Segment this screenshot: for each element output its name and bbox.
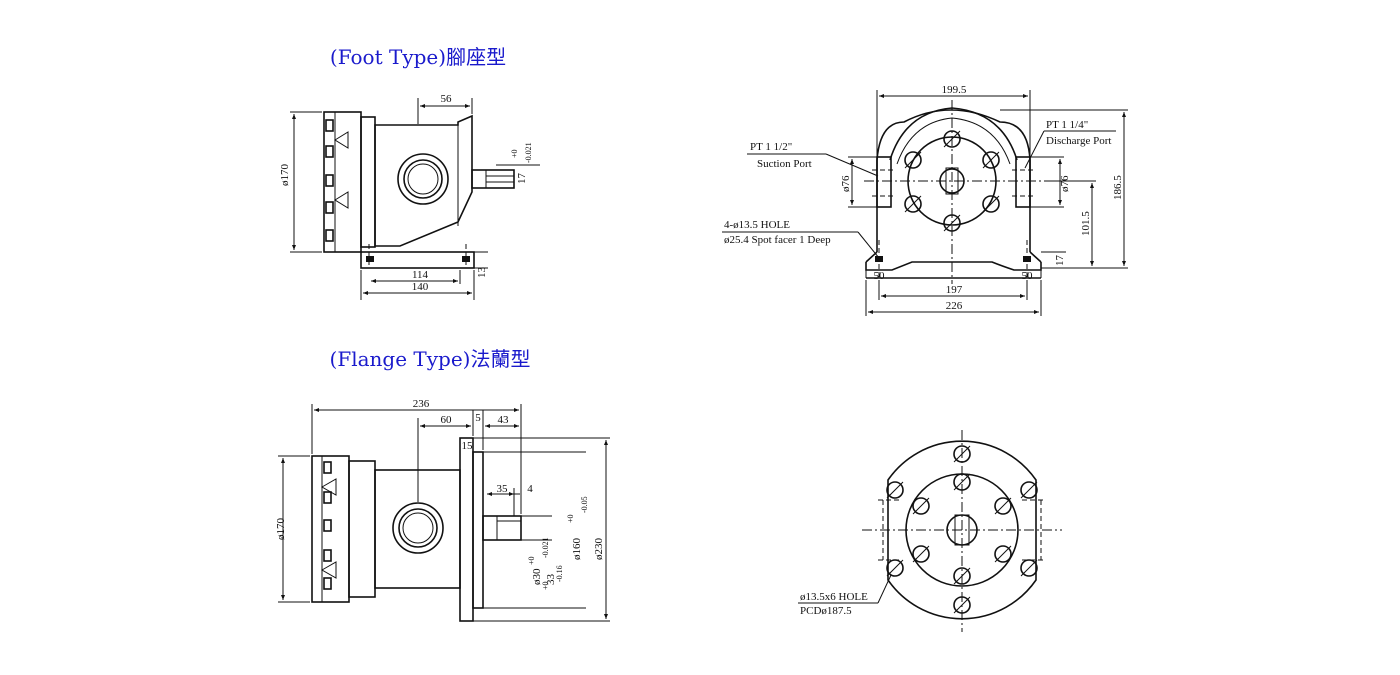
dim-front-right76: ø76 [1059,175,1071,192]
outer-bolts [886,445,1038,614]
dim-flange-60: 60 [441,414,453,426]
dim-front-50-right: 50 [1022,270,1034,282]
dim-foot-shaft17: 17 [516,173,528,185]
label-spot-facer: ø25.4 Spot facer 1 Deep [724,234,831,246]
dim-flange-shaft30: ø30 [531,568,543,585]
label-suction-port: Suction Port [757,158,812,170]
label-suction-pt: PT 1 1/2" [750,141,792,153]
flange-side-view: ø170 236 60 5 43 15 35 4 ø30 +0 -0.021 3… [275,398,610,622]
housing-bolts-flange [320,461,337,590]
dim-flange-tol160-plus: +0 [566,514,575,523]
dim-front-226: 226 [946,300,963,312]
dim-flange-35: 35 [497,483,509,495]
label-discharge-port: Discharge Port [1046,135,1111,147]
flange-bolts [904,130,1000,232]
dim-flange-43: 43 [498,414,510,426]
dim-foot-tol-minus: -0.021 [524,142,533,163]
dim-flange-5: 5 [475,412,481,424]
dim-front-left76: ø76 [840,175,852,192]
dim-foot-140: 140 [412,281,429,293]
dim-front-199: 199.5 [942,84,967,96]
dim-flange-tol30-minus: -0.021 [541,537,550,558]
dim-flange-dia170: ø170 [275,518,287,541]
dim-flange-tol30-plus: +0 [527,556,536,565]
dim-flange-15: 15 [462,440,474,452]
dim-flange-tol160-minus: -0.05 [580,496,589,513]
dim-flange-236: 236 [413,398,430,410]
dim-flange-tol33-plus: +0 [541,581,550,590]
dim-front-197: 197 [946,284,963,296]
dim-front-101: 101.5 [1080,211,1092,236]
dim-foot-dia170: ø170 [279,164,291,187]
foot-side-view: ø170 56 17 +0 -0.021 114 13 140 [279,93,540,300]
dim-flange-4: 4 [527,483,533,495]
foot-type-title: (Foot Type)腳座型 [330,45,506,69]
label-flange-pcd: PCDø187.5 [800,605,852,617]
flange-type-title: (Flange Type)法蘭型 [330,347,531,371]
dim-front-17: 17 [1054,255,1066,267]
foot-front-view: 199.5 ø76 ø76 186.5 101.5 17 PT 1 1/2" S… [722,84,1128,316]
dim-front-50-left: 50 [874,270,886,282]
flange-front-view: ø13.5x6 HOLE PCDø187.5 [798,430,1062,632]
dim-flange-tol33-minus: -0.16 [555,565,564,582]
label-hole-4: 4-ø13.5 HOLE [724,219,790,231]
dim-flange-230: ø230 [593,538,605,561]
dim-front-186: 186.5 [1112,175,1124,200]
dim-foot-56: 56 [441,93,453,105]
housing-bolts [325,119,349,242]
label-flange-hole: ø13.5x6 HOLE [800,591,868,603]
dim-foot-114: 114 [412,269,429,281]
dim-foot-tol-plus: +0 [510,149,519,158]
dim-flange-160: ø160 [571,538,583,561]
dim-foot-13: 13 [476,267,488,279]
dim-flange-key33: 33 [545,574,557,586]
inner-bolts [912,473,1012,585]
label-discharge-pt: PT 1 1/4" [1046,119,1088,131]
